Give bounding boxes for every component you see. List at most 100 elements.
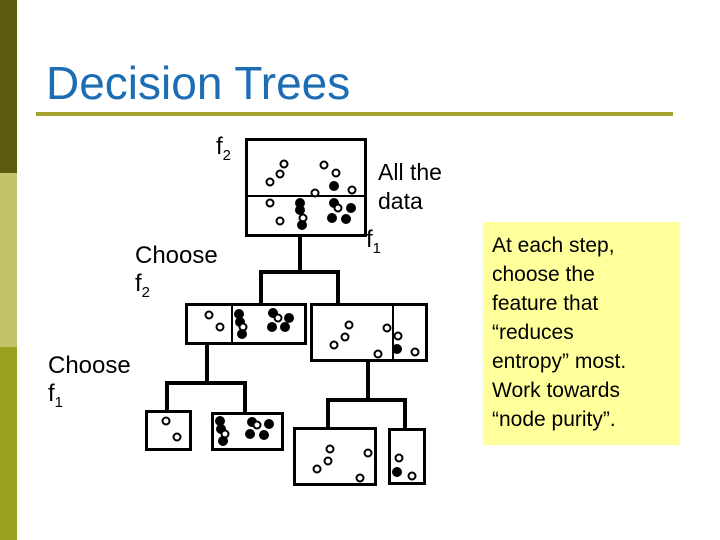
data-point-filled (295, 198, 306, 209)
data-point-filled (234, 308, 245, 319)
data-point-filled (246, 416, 257, 427)
leaf-node-left-filled (211, 412, 284, 451)
all-the-data-line1: All the (378, 159, 442, 185)
level2-right-node (310, 303, 428, 362)
f2-axis-base: f (216, 133, 223, 160)
choose-f1-sub: 1 (54, 394, 63, 411)
data-point-filled (244, 429, 255, 440)
tree-connector (243, 381, 247, 413)
data-point-open (382, 323, 392, 333)
choose-f1-base: f (48, 380, 55, 407)
data-point-open (340, 332, 350, 342)
label-choose-f2: Choose f2 (135, 242, 218, 301)
note-box: At each step, choose the feature that “r… (483, 222, 680, 445)
data-point-filled (235, 317, 246, 328)
title-underline (36, 112, 673, 116)
all-the-data-line2: data (378, 188, 423, 214)
leaf-node-right-mixed (388, 428, 426, 485)
data-point-filled (340, 213, 351, 224)
data-point-open (407, 471, 417, 481)
note-line: choose the (492, 263, 595, 286)
data-point-open (161, 416, 171, 426)
choose-f1-word: Choose (48, 352, 131, 379)
data-point-filled (237, 329, 248, 340)
data-point-open (275, 169, 285, 179)
data-point-open (265, 198, 275, 208)
data-point-open (252, 420, 262, 430)
note-line: Work towards (492, 379, 620, 402)
data-point-open (319, 160, 329, 170)
data-point-filled (328, 198, 339, 209)
data-point-open (215, 322, 225, 332)
note-line: “reduces (492, 321, 574, 344)
accent-bar-bottom-segment (0, 347, 17, 540)
data-point-open (394, 453, 404, 463)
note-line: entropy” most. (492, 350, 627, 373)
note-line: At each step, (492, 234, 615, 257)
label-f2-axis: f2 (216, 133, 231, 164)
data-point-filled (218, 436, 229, 447)
data-point-filled (328, 181, 339, 192)
data-point-open (344, 320, 354, 330)
data-point-filled (295, 205, 306, 216)
data-point-filled (345, 202, 356, 213)
data-point-open (329, 340, 339, 350)
data-point-open (363, 448, 373, 458)
tree-connector (336, 270, 340, 304)
choose-f2-sub: 2 (141, 284, 150, 301)
tree-connector (165, 381, 247, 385)
data-point-open (333, 203, 343, 213)
note-line: feature that (492, 292, 599, 315)
tree-connector (403, 398, 407, 429)
data-point-filled (391, 344, 402, 355)
level2-left-node (185, 303, 307, 345)
split-line (248, 194, 364, 197)
leaf-node-right-open (293, 427, 377, 486)
data-point-open (279, 159, 289, 168)
root-node-all-data (245, 138, 367, 237)
tree-connector (326, 398, 330, 428)
data-point-filled (266, 322, 277, 333)
data-point-open (355, 473, 365, 483)
data-point-filled (216, 424, 227, 435)
f2-axis-sub: 2 (222, 147, 231, 164)
data-point-open (347, 185, 357, 195)
choose-f2-word: Choose (135, 242, 218, 269)
split-line (391, 306, 394, 359)
data-point-open (410, 347, 420, 357)
data-point-filled (267, 307, 278, 318)
split-line (230, 306, 233, 342)
choose-f1-feature: f1 (48, 380, 131, 411)
left-accent-bar (0, 0, 17, 540)
data-point-open (204, 310, 214, 320)
accent-bar-top-segment (0, 0, 17, 173)
data-point-filled (279, 322, 290, 333)
slide-title: Decision Trees (46, 57, 351, 109)
data-point-open (331, 168, 341, 178)
data-point-filled (391, 467, 402, 478)
data-point-filled (258, 430, 269, 441)
tree-connector (366, 361, 370, 401)
data-point-filled (326, 213, 337, 223)
data-point-open (373, 349, 382, 359)
tree-connector (259, 270, 340, 274)
data-point-filled (283, 312, 294, 323)
data-point-filled (215, 415, 226, 426)
tree-connector (326, 398, 407, 402)
f1-axis-base: f (366, 226, 373, 253)
data-point-filled (297, 219, 308, 230)
label-f1-axis: f1 (366, 226, 381, 256)
data-point-open (275, 216, 285, 226)
choose-f2-feature: f2 (135, 270, 218, 301)
label-choose-f1: Choose f1 (48, 352, 131, 411)
data-point-open (312, 464, 322, 474)
data-point-open (273, 313, 283, 323)
accent-bar-middle-segment (0, 173, 17, 347)
tree-connector (259, 270, 263, 304)
leaf-node-left-open (145, 410, 192, 451)
tree-connector (298, 236, 302, 272)
data-point-open (310, 188, 320, 198)
data-point-open (325, 444, 335, 454)
